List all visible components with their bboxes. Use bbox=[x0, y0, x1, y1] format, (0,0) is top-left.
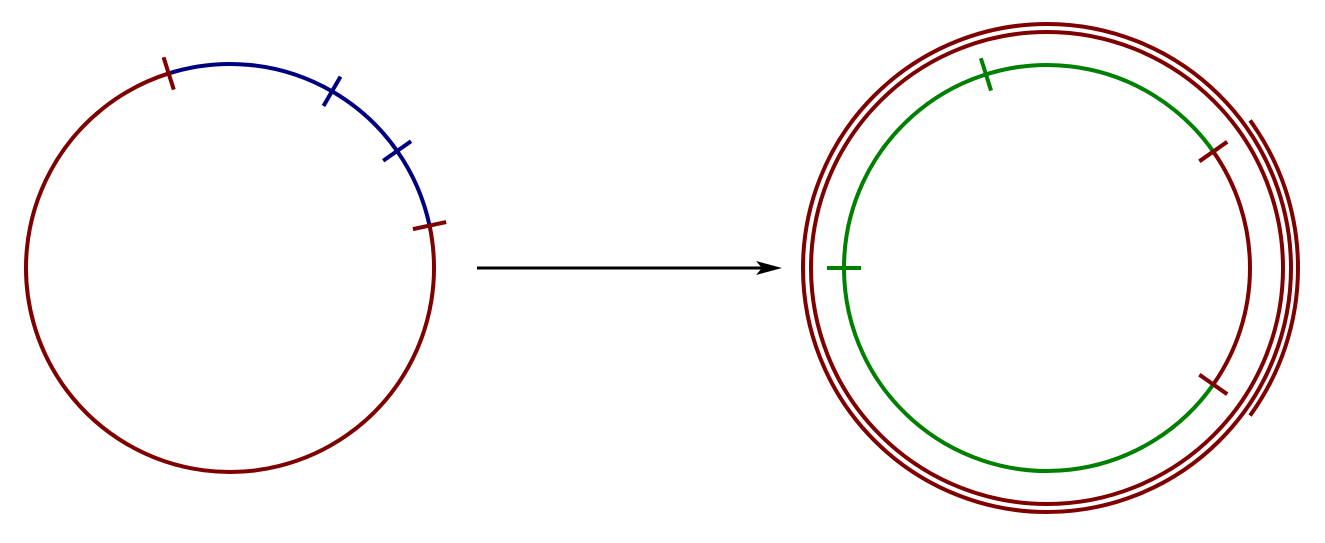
left-blue-tick bbox=[321, 75, 343, 108]
arrow-head bbox=[756, 261, 782, 275]
left-red-tick bbox=[412, 220, 447, 232]
left-blue-arc bbox=[168, 62, 432, 227]
right-green-tick bbox=[978, 57, 993, 92]
right-red-tick bbox=[1198, 373, 1229, 396]
left-red-tick bbox=[161, 56, 176, 91]
right-red-tick bbox=[1198, 140, 1229, 163]
transform-arrow bbox=[477, 261, 782, 275]
left-red-arc bbox=[24, 71, 436, 474]
right-partial-red-arc bbox=[1248, 119, 1300, 417]
right-red-arc bbox=[1211, 150, 1252, 386]
left-circle-group bbox=[24, 56, 447, 474]
right-outer-red-circle bbox=[809, 30, 1285, 506]
right-outer-red-circle bbox=[801, 22, 1293, 514]
right-circle-group bbox=[801, 22, 1300, 514]
left-blue-tick bbox=[382, 139, 413, 163]
right-green-arc bbox=[842, 63, 1215, 473]
